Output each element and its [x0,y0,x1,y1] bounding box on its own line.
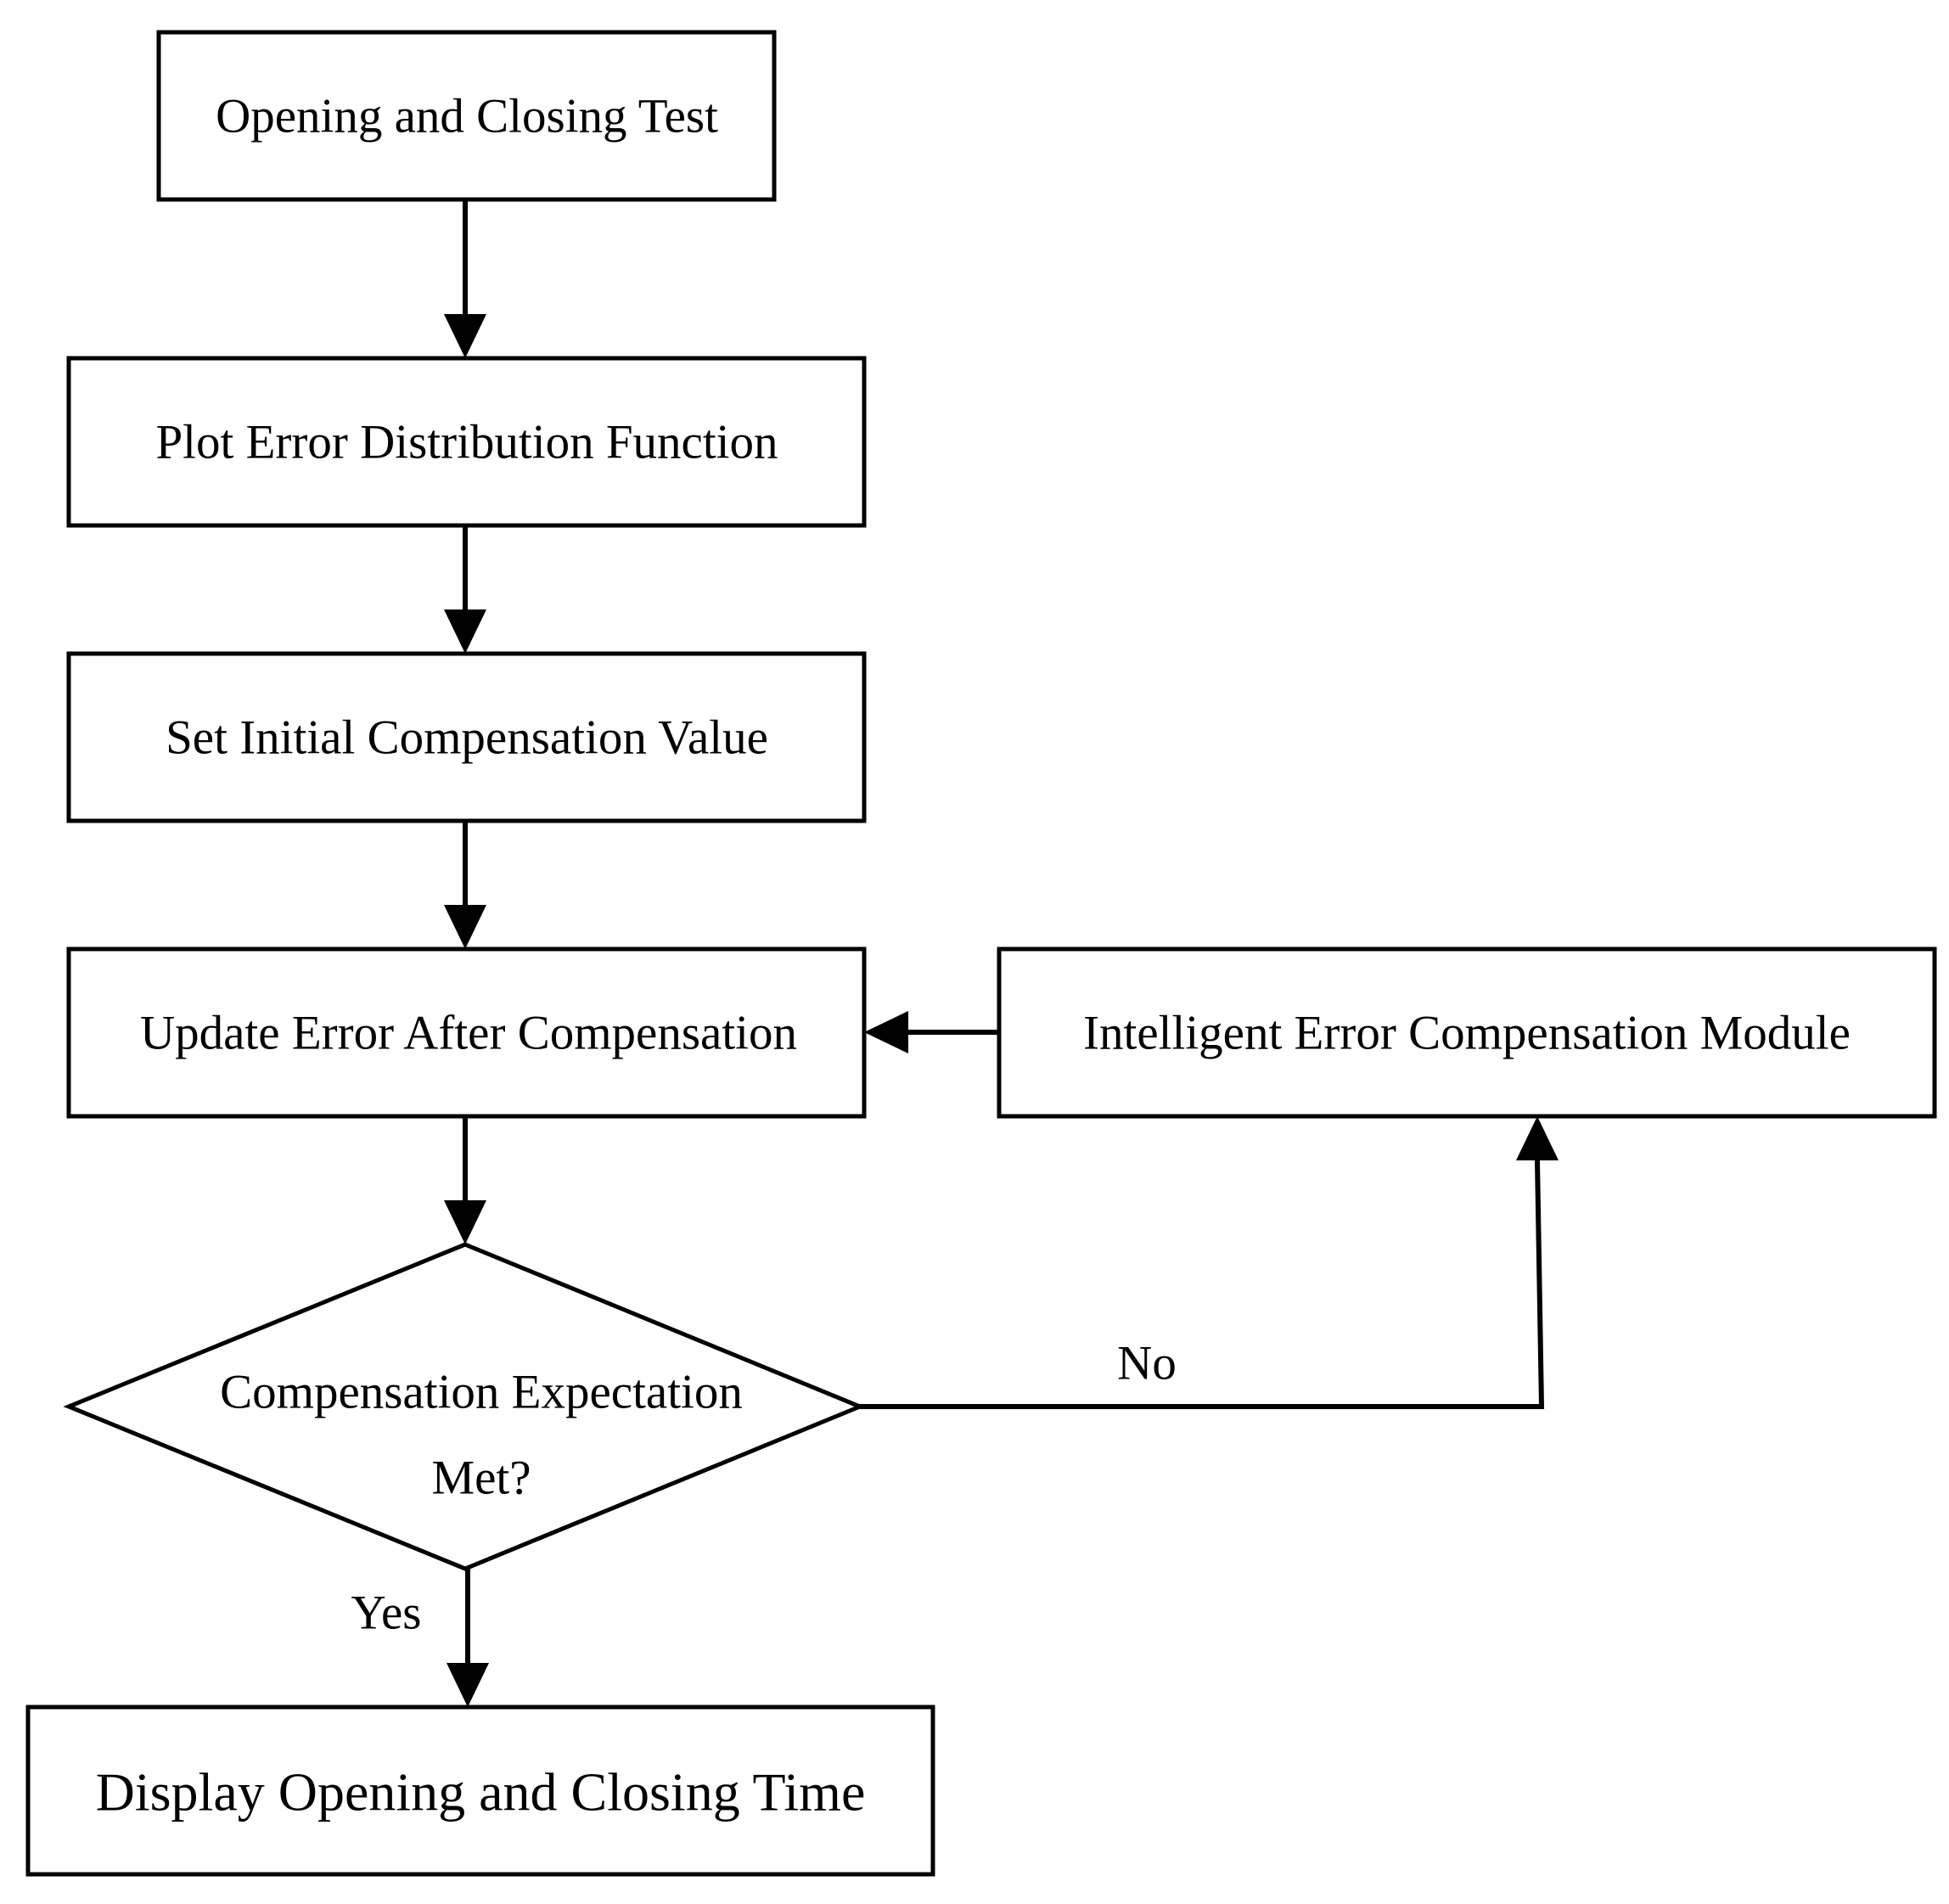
node-display-time-box [25,1705,935,1877]
node-set-initial-compensation-box [66,651,867,823]
node-set-initial-compensation-label: Set Initial Compensation Value [166,711,768,765]
edge-decision-yes: Yes [351,1569,489,1707]
node-update-error-label: Update Error After Compensation [140,1007,797,1060]
edge-module-to-update-arrowhead [864,1011,908,1053]
node-update-error: Update Error After Compensation [66,946,867,1119]
node-decision: Compensation Expectation Met? [63,1242,866,1571]
node-opening-closing-test-label: Opening and Closing Test [216,90,718,143]
decision-label-line2: Met? [431,1452,531,1505]
node-plot-error-distribution-label: Plot Error Distribution Function [155,416,778,469]
node-plot-error-distribution: Plot Error Distribution Function [66,356,867,528]
edge-plot-to-set-arrowhead [444,609,486,654]
node-opening-closing-test-box [156,30,777,202]
node-set-initial-compensation: Set Initial Compensation Value [66,651,867,823]
edge-decision-no-line [860,1160,1545,1409]
node-intelligent-module: Intelligent Error Compensation Module [997,946,1937,1119]
node-display-time-label: Display Opening and Closing Time [96,1762,866,1823]
node-intelligent-module-box [997,946,1937,1119]
edge-decision-yes-arrowhead [447,1663,489,1707]
edge-module-to-update [864,1011,999,1053]
edge-set-to-update-arrowhead [444,905,486,949]
edge-decision-no: No [860,1116,1559,1409]
edge-plot-to-set [444,525,486,654]
edge-decision-no-arrowhead [1516,1116,1559,1160]
node-display-time: Display Opening and Closing Time [25,1705,935,1877]
edge-no-label: No [1117,1337,1177,1390]
edge-set-to-update [444,821,486,949]
node-intelligent-module-label: Intelligent Error Compensation Module [1083,1007,1851,1060]
edge-yes-label: Yes [351,1587,422,1640]
edge-opening-to-plot-arrowhead [444,314,486,358]
node-opening-closing-test: Opening and Closing Test [156,30,777,202]
node-plot-error-distribution-box [66,356,867,528]
edge-update-to-decision-arrowhead [444,1200,486,1244]
edge-opening-to-plot [444,199,486,358]
decision-label-line1: Compensation Expectation [220,1366,743,1419]
edge-update-to-decision [444,1116,486,1244]
node-update-error-box [66,946,867,1119]
